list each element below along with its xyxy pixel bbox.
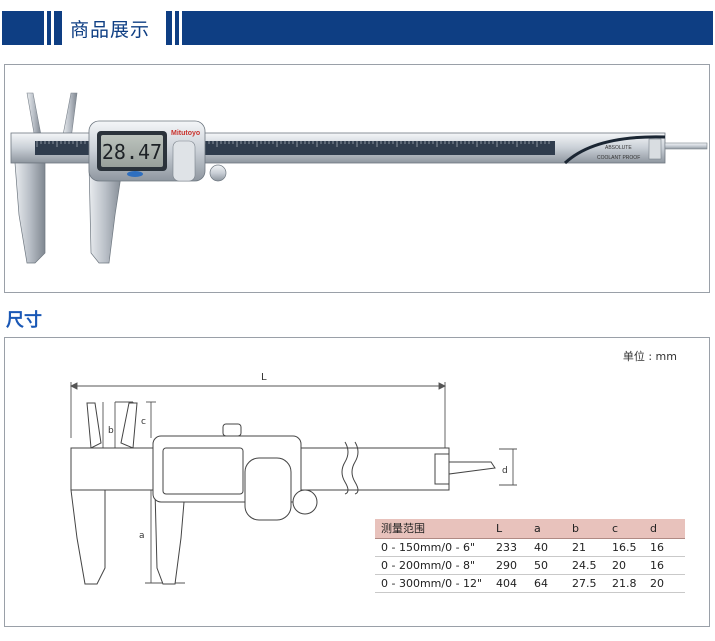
table-cell: 404 — [490, 574, 528, 593]
drawing-beam-end — [434, 453, 450, 485]
unit-label: 单位 : mm — [622, 350, 677, 363]
spec-header-range: 测量范围 — [375, 519, 490, 539]
photo-line1-text: ABSOLUTE — [605, 145, 632, 151]
dim-d-label: d — [502, 466, 508, 476]
header-stripe — [172, 11, 175, 45]
table-cell: 0 - 300mm/0 - 12" — [375, 574, 490, 593]
drawing-lower-jaw-slider — [154, 489, 186, 585]
upper-jaw-slider — [62, 92, 78, 140]
table-cell: 0 - 200mm/0 - 8" — [375, 556, 490, 575]
table-cell: 0 - 150mm/0 - 6" — [375, 538, 490, 557]
table-cell: 20 — [644, 574, 685, 593]
dim-a-label: a — [139, 531, 145, 541]
drawing-top-button — [222, 423, 242, 437]
table-row: 0 - 150mm/0 - 6" 233 40 21 16.5 16 — [375, 538, 685, 557]
spec-table: 测量范围 L a b c d 0 - 150mm/0 - 6" 233 40 2… — [375, 519, 685, 593]
spec-header-d: d — [644, 519, 685, 539]
header-stripe — [179, 11, 182, 45]
table-cell: 27.5 — [566, 574, 606, 593]
table-cell: 40 — [528, 538, 566, 557]
table-cell: 16.5 — [606, 538, 644, 557]
spec-header-a: a — [528, 519, 566, 539]
header-title: 商品展示 — [70, 19, 151, 41]
upper-jaw-fixed — [26, 92, 42, 140]
drawing-upper-jaw-slider — [120, 402, 138, 449]
drawing-lcd-window — [162, 447, 244, 495]
spec-header-c: c — [606, 519, 644, 539]
table-cell: 21 — [566, 538, 606, 557]
table-cell: 233 — [490, 538, 528, 557]
table-cell: 64 — [528, 574, 566, 593]
dim-L-arrow-right — [438, 382, 447, 390]
drawing-thumb-housing — [244, 457, 292, 521]
table-cell: 50 — [528, 556, 566, 575]
spec-header-b: b — [566, 519, 606, 539]
product-photo: ABSOLUTE COOLANT PROOF 28.47 Mitutoyo — [4, 64, 710, 293]
table-row: 0 - 300mm/0 - 12" 404 64 27.5 21.8 20 — [375, 574, 685, 593]
thumb-roller — [209, 164, 227, 182]
lcd-display — [101, 135, 163, 167]
drawing-break-mark-left — [341, 441, 349, 495]
header-stripe — [51, 11, 54, 45]
table-cell: 16 — [644, 556, 685, 575]
dimension-diagram-panel: 单位 : mm L b c a — [4, 337, 710, 627]
section-title: 尺寸 — [6, 310, 42, 331]
origin-button — [127, 171, 143, 177]
header-stripe — [44, 11, 47, 45]
lower-jaw-fixed — [14, 162, 46, 264]
drawing-thumb-roller — [292, 489, 318, 515]
caliper-photo-illustration: ABSOLUTE COOLANT PROOF 28.47 Mitutoyo — [10, 92, 708, 264]
table-cell: 290 — [490, 556, 528, 575]
drawing-depth-rod — [448, 461, 496, 475]
table-row: 0 - 200mm/0 - 8" 290 50 24.5 20 16 — [375, 556, 685, 575]
dim-b-label: b — [108, 426, 114, 436]
table-cell: 21.8 — [606, 574, 644, 593]
spec-table-header-row: 测量范围 L a b c d — [375, 519, 685, 539]
header-title-tab — [62, 11, 166, 45]
drawing-break-mark-right — [351, 441, 359, 495]
table-cell: 24.5 — [566, 556, 606, 575]
drawing-lower-jaw-fixed — [70, 489, 106, 585]
beam-end-cap — [648, 138, 662, 160]
table-cell: 16 — [644, 538, 685, 557]
dim-L-arrow-left — [69, 382, 78, 390]
table-cell: 20 — [606, 556, 644, 575]
brand-logo: Mitutoyo — [171, 130, 200, 137]
brand-swoosh — [563, 135, 666, 165]
slider-button-panel — [172, 140, 196, 182]
spec-header-L: L — [490, 519, 528, 539]
dim-c-label: c — [141, 417, 146, 427]
photo-line2-text: COOLANT PROOF — [597, 155, 640, 161]
depth-rod — [664, 142, 708, 150]
lcd-reading: 28.47 — [102, 140, 162, 164]
section-header-bar: 商品展示 — [2, 11, 713, 45]
drawing-upper-jaw-fixed — [86, 402, 102, 449]
dim-L-label: L — [261, 372, 267, 383]
caliper-dimension-drawing: L b c a d — [69, 372, 517, 585]
